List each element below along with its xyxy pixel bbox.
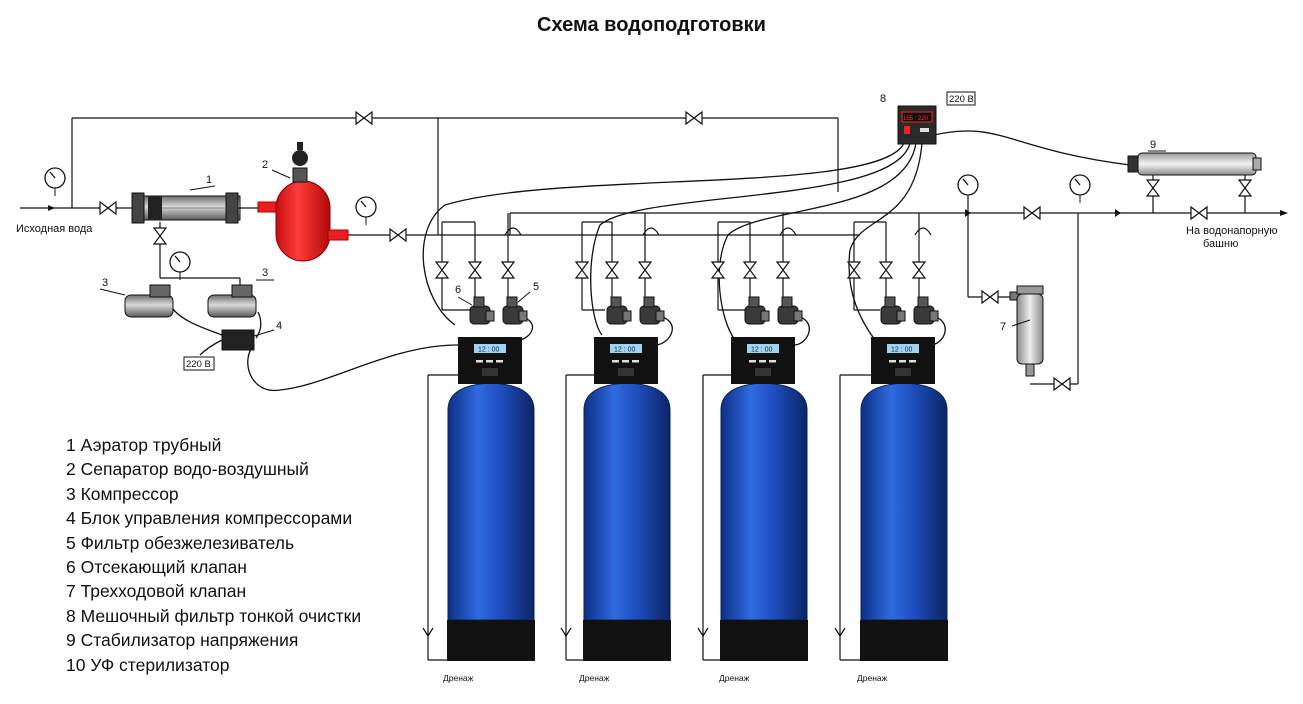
control-slot <box>755 368 771 376</box>
uv-sterilizer <box>1127 152 1262 176</box>
legend-item: 1 Аэратор трубный <box>66 435 222 455</box>
drain-label-2: Дренаж <box>579 673 610 683</box>
callout-2: 2 <box>262 159 268 171</box>
air-water-separator <box>257 142 349 262</box>
control-slot <box>482 368 498 376</box>
callout-3-left: 3 <box>102 277 108 289</box>
drain-label-3: Дренаж <box>719 673 750 683</box>
control-button <box>476 360 483 363</box>
control-button <box>632 360 639 363</box>
legend-item: 3 Компрессор <box>66 483 179 504</box>
control-display-text: 12 : 00 <box>751 347 773 354</box>
callout-leaders <box>99 150 1166 337</box>
text-labels: Исходная вода На водонапорную башню 220 … <box>16 94 1277 683</box>
control-display-text: 12 : 00 <box>478 347 500 354</box>
filter-tank-4: 12 : 00 <box>860 337 948 661</box>
control-slot <box>895 368 911 376</box>
tank-base <box>447 620 535 661</box>
stabilizer-display: 155 : 220 <box>903 116 929 122</box>
drain-label-4: Дренаж <box>857 673 888 683</box>
callout-10: 9 <box>1150 139 1156 151</box>
compressor-control-unit <box>183 329 255 371</box>
iron-removal-filters: 12 : 00 12 : 00 12 : 00 12 : 00 <box>447 337 948 661</box>
callout-4: 4 <box>276 320 282 332</box>
control-button <box>622 360 629 363</box>
control-button <box>496 360 503 363</box>
legend: 1 Аэратор трубный 2 Сепаратор водо-воздуш… <box>66 433 361 677</box>
tank-base <box>720 620 808 661</box>
tank-base <box>583 620 671 661</box>
control-button <box>749 360 756 363</box>
tank-body <box>583 382 671 621</box>
inlet-label: Исходная вода <box>16 223 93 235</box>
callout-8: 7 <box>1000 321 1006 333</box>
filter-tank-3: 12 : 00 <box>720 337 808 661</box>
legend-item: 2 Сепаратор водо-воздушный <box>66 459 309 480</box>
legend-item: 6 Отсекающий клапан <box>66 557 247 578</box>
electrical-wires <box>169 130 1131 392</box>
control-button <box>486 360 493 363</box>
legend-item: 9 Стабилизатор напряжения <box>66 630 299 651</box>
power-label-stabilizer: 220 В <box>949 94 974 105</box>
control-display-text: 12 : 00 <box>891 347 913 354</box>
control-button <box>612 360 619 363</box>
callout-9: 8 <box>880 93 886 105</box>
callout-1: 1 <box>206 174 212 186</box>
control-display <box>747 344 779 353</box>
control-display-text: 12 : 00 <box>614 347 636 354</box>
control-button <box>889 360 896 363</box>
control-button <box>899 360 906 363</box>
control-display <box>610 344 642 353</box>
compressor-right <box>207 284 257 318</box>
drain-funnels <box>422 627 846 638</box>
compressor-left <box>124 284 174 318</box>
legend-item: 7 Трехходовой клапан <box>66 581 247 602</box>
legend-item: 5 Фильтр обезжелезиватель <box>66 532 295 553</box>
diagram-title: Схема водоподготовки <box>537 14 766 36</box>
outlet-label-line2: башню <box>1203 238 1238 250</box>
outlet-label-line1: На водонапорную <box>1186 225 1277 237</box>
control-slot <box>618 368 634 376</box>
voltage-stabilizer <box>897 91 976 145</box>
control-button <box>909 360 916 363</box>
power-label-compressor: 220 В <box>186 359 211 370</box>
callout-3-right: 3 <box>262 267 268 279</box>
legend-item: 10 УФ стерилизатор <box>66 654 230 675</box>
tank-body <box>720 382 808 621</box>
control-button <box>759 360 766 363</box>
pipelines <box>20 117 1288 661</box>
legend-item: 4 Блок управления компрессорами <box>66 508 353 529</box>
filter-tank-2: 12 : 00 <box>583 337 671 661</box>
control-button <box>769 360 776 363</box>
tank-body <box>860 382 948 621</box>
callout-7: 6 <box>455 284 461 296</box>
control-display <box>474 344 506 353</box>
pressure-gauges <box>44 167 1091 281</box>
filter-tank-1: 12 : 00 <box>447 337 535 661</box>
drain-label-1: Дренаж <box>443 673 474 683</box>
tank-body <box>447 382 535 621</box>
callout-numbers: 1 2 3 3 4 6 5 7 8 9 <box>102 93 1156 333</box>
legend-item: 8 Мешочный фильтр тонкой очистки <box>66 605 362 626</box>
callout-6: 5 <box>533 281 539 293</box>
tank-base <box>860 620 948 661</box>
bag-filter <box>1009 285 1044 377</box>
tube-aerator <box>131 192 258 224</box>
control-display <box>887 344 919 353</box>
